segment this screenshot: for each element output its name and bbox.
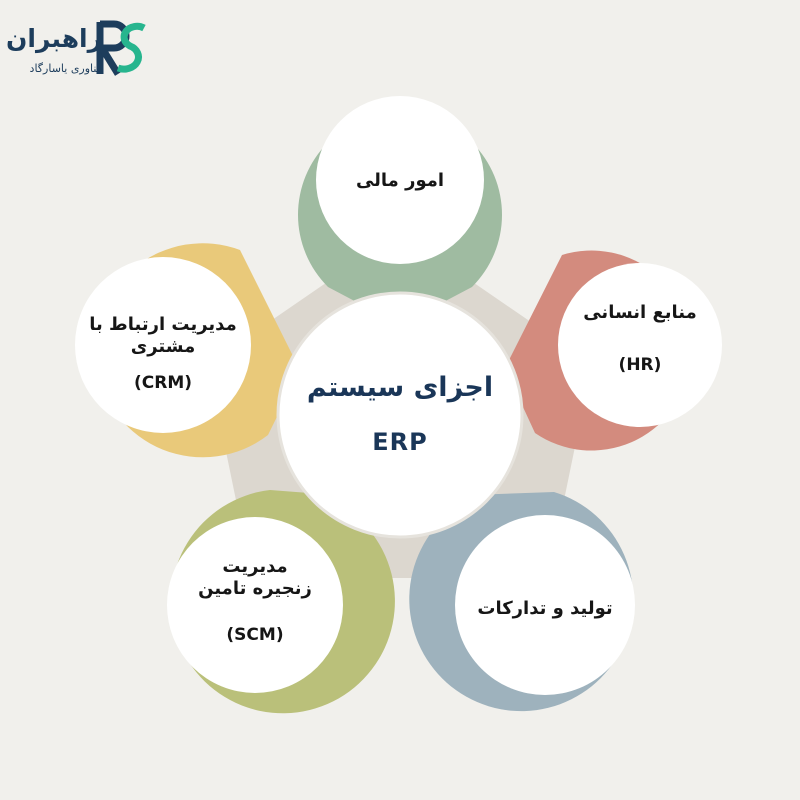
- crm-label-line1: مدیریت ارتباط با: [89, 314, 237, 335]
- finance-label: امور مالی: [355, 170, 445, 191]
- scm-abbr: (SCM): [226, 625, 284, 645]
- rs-logo-icon: [96, 20, 146, 76]
- hr-node: [505, 250, 722, 451]
- brand-subtitle: فناوری یاسارگاد: [29, 62, 102, 75]
- crm-node: [75, 243, 300, 458]
- crm-abbr: (CRM): [133, 373, 193, 393]
- brand-name: راهبران: [6, 24, 102, 53]
- production-node: [409, 492, 635, 712]
- center-subtitle: ERP: [372, 428, 428, 456]
- production-label: تولید و تدارکات: [477, 598, 613, 619]
- center-circle: [276, 291, 524, 539]
- center-title: اجزای سیستم: [306, 372, 494, 403]
- crm-label-line2: مشتری: [130, 336, 196, 357]
- crm-label-group: مدیریت ارتباط با مشتری (CRM): [85, 314, 241, 394]
- hr-abbr: (HR): [618, 355, 662, 375]
- scm-label-line2: زنجیره تامین: [198, 578, 312, 599]
- hr-label: منابع انسانی: [583, 302, 697, 323]
- scm-node: [167, 490, 395, 714]
- scm-label-group: مدیریت زنجیره تامین (SCM): [175, 556, 335, 646]
- scm-label-line1: مدیریت: [222, 556, 288, 577]
- hr-label-group: منابع انسانی (HR): [562, 302, 718, 376]
- brand-logo: راهبران فناوری یاسارگاد: [6, 18, 146, 80]
- finance-node: [298, 96, 503, 325]
